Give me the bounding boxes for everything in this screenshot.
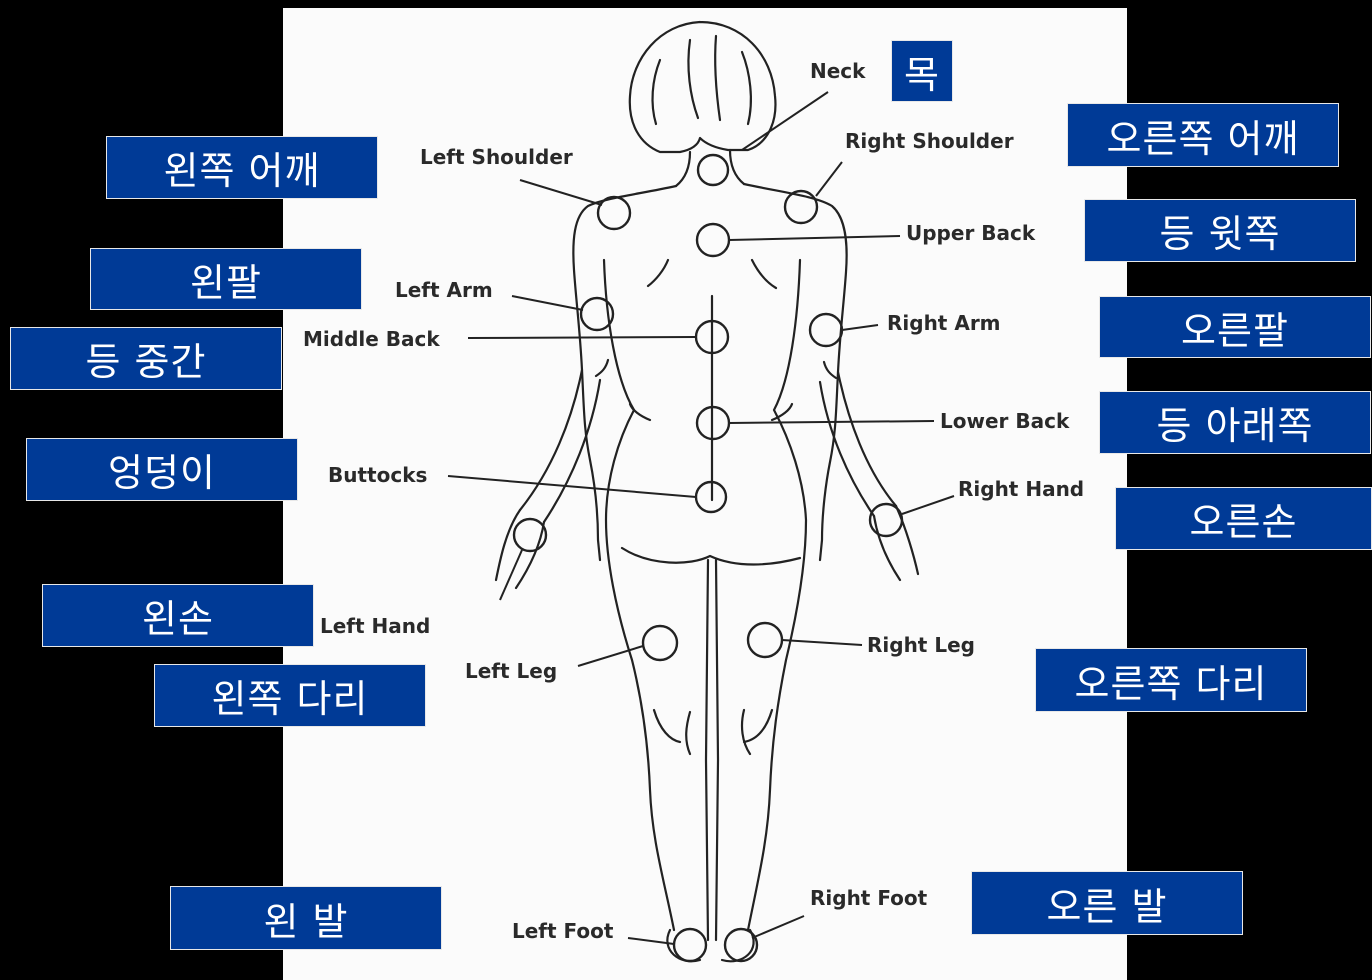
label-en-right-hand: Right Hand <box>958 477 1084 501</box>
label-en-right-arm: Right Arm <box>887 311 1001 335</box>
label-en-left-leg: Left Leg <box>465 659 557 683</box>
label-ko-left-arm: 왼팔 <box>90 248 362 310</box>
label-ko-left-shoulder: 왼쪽 어깨 <box>106 136 378 199</box>
label-en-right-shoulder: Right Shoulder <box>845 129 1014 153</box>
label-ko-right-shoulder: 오른쪽 어깨 <box>1067 103 1339 167</box>
torso-outline <box>573 184 846 560</box>
label-ko-left-hand: 왼손 <box>42 584 314 647</box>
label-en-buttocks: Buttocks <box>328 463 427 487</box>
label-ko-right-foot: 오른 발 <box>971 871 1243 935</box>
marker-left-foot <box>674 929 706 961</box>
marker-right-leg <box>748 623 782 657</box>
head-outline <box>630 22 776 152</box>
label-en-neck: Neck <box>810 59 866 83</box>
label-en-left-shoulder: Left Shoulder <box>420 145 573 169</box>
label-en-left-hand: Left Hand <box>320 614 430 638</box>
label-ko-upper-back: 등 윗쪽 <box>1084 199 1356 262</box>
marker-left-leg <box>643 626 677 660</box>
label-en-middle-back: Middle Back <box>303 327 440 351</box>
label-en-left-foot: Left Foot <box>512 919 614 943</box>
label-en-upper-back: Upper Back <box>906 221 1036 245</box>
label-ko-neck: 목 <box>891 40 953 102</box>
marker-right-foot <box>725 929 757 961</box>
marker-upper-back <box>697 224 729 256</box>
label-en-right-leg: Right Leg <box>867 633 975 657</box>
label-ko-right-arm: 오른팔 <box>1099 296 1371 358</box>
label-ko-right-leg: 오른쪽 다리 <box>1035 648 1307 712</box>
label-ko-left-foot: 왼 발 <box>170 886 442 950</box>
label-ko-middle-back: 등 중간 <box>10 327 282 390</box>
label-en-right-foot: Right Foot <box>810 886 928 910</box>
label-en-left-arm: Left Arm <box>395 278 493 302</box>
marker-left-shoulder <box>598 197 630 229</box>
label-ko-right-hand: 오른손 <box>1115 487 1372 550</box>
label-ko-left-leg: 왼쪽 다리 <box>154 664 426 727</box>
marker-right-arm <box>810 314 842 346</box>
label-ko-lower-back: 등 아래쪽 <box>1099 391 1371 454</box>
marker-neck <box>698 155 728 185</box>
label-en-lower-back: Lower Back <box>940 409 1070 433</box>
label-ko-buttocks: 엉덩이 <box>26 438 298 501</box>
